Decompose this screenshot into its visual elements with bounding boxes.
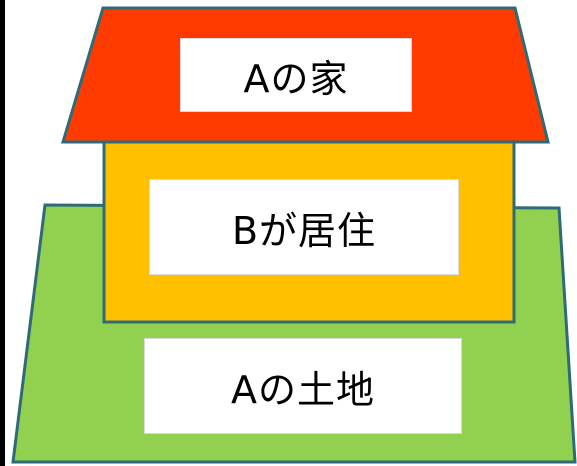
land-label: Aの土地: [144, 338, 462, 434]
house-label: Bが居住: [149, 179, 459, 275]
left-border: [0, 0, 5, 466]
roof-label: Aの家: [180, 38, 412, 112]
